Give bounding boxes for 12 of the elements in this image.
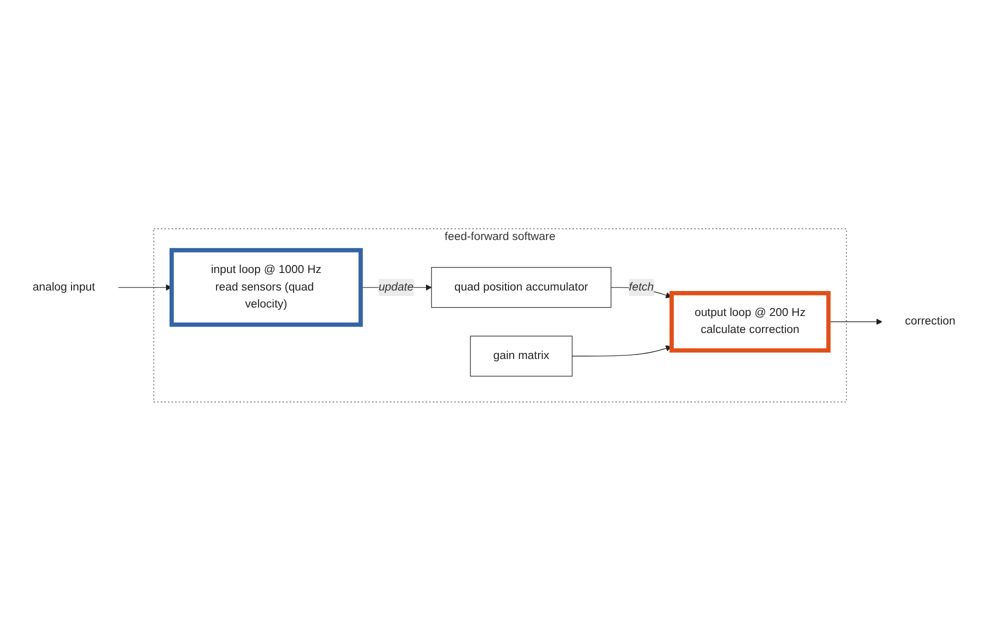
edge-label: update (378, 281, 414, 294)
node-box (431, 267, 612, 308)
node-text: analog input (32, 281, 96, 294)
node-box (670, 291, 831, 353)
arrow (828, 318, 882, 326)
arrow (118, 284, 172, 291)
node-box (170, 248, 363, 327)
node-box (470, 336, 573, 377)
edge-label: fetch (628, 281, 654, 294)
arrow (572, 345, 672, 357)
node-text: correction (905, 315, 956, 328)
cluster (153, 228, 847, 402)
